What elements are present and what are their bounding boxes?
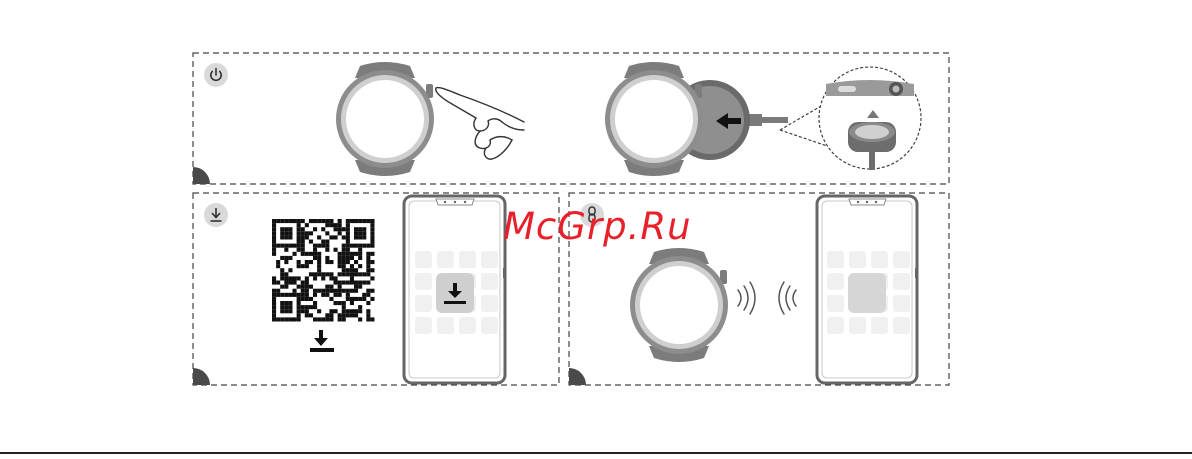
phone-icon	[404, 196, 506, 383]
corner-tab	[176, 368, 210, 402]
download-arrow-icon	[310, 330, 334, 352]
hand-pressing-icon	[436, 88, 524, 160]
corner-tab	[552, 368, 586, 402]
page-divider	[0, 452, 1192, 454]
app-tile	[848, 273, 886, 313]
watch-icon	[336, 62, 434, 176]
power-icon	[204, 63, 228, 87]
signal-waves-icon	[738, 282, 796, 314]
download-icon	[204, 203, 228, 227]
watch-icon	[630, 248, 728, 362]
phone-icon	[817, 196, 918, 383]
watch-icon	[605, 62, 703, 176]
watermark-text: McGrp.Ru	[503, 205, 692, 248]
qr-code	[272, 219, 375, 322]
detail-callout	[780, 67, 921, 170]
